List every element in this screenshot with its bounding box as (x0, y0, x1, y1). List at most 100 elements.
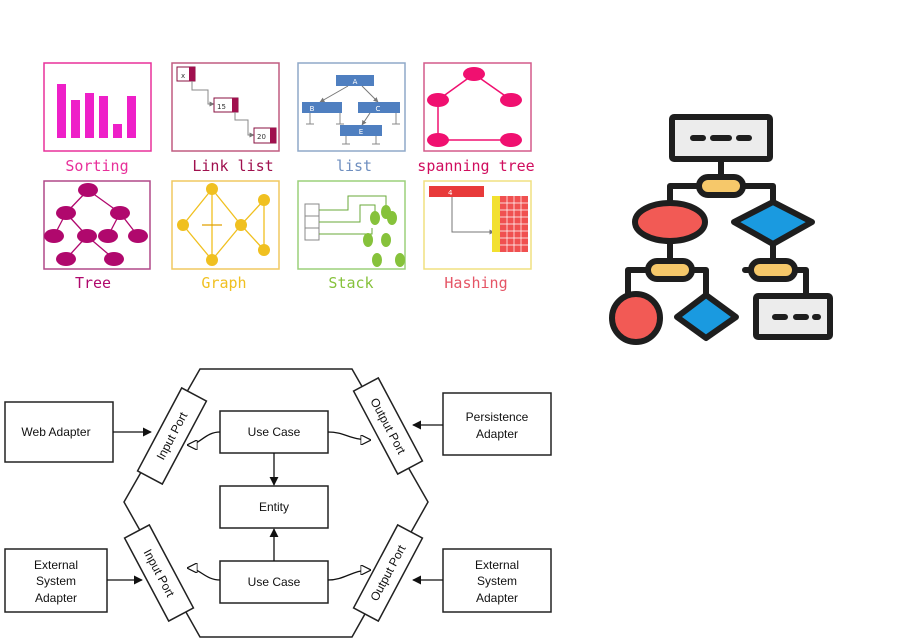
graph-node (206, 254, 218, 266)
node-label: 4 (448, 189, 453, 197)
tree-node (44, 229, 64, 243)
svg-text:Adapter: Adapter (35, 591, 77, 605)
svg-text:Use Case: Use Case (248, 575, 301, 589)
list-box (302, 102, 342, 113)
stack-node (370, 211, 380, 225)
tree-edge (361, 85, 379, 103)
tile-stack: Stack (297, 180, 406, 292)
hash-grid (500, 196, 528, 252)
node-label: 20 (257, 133, 266, 141)
node-label: B (310, 105, 315, 113)
node-label: C (376, 105, 381, 113)
list-pointer (189, 67, 195, 81)
stack-links (319, 195, 387, 235)
flowchart-oval (632, 200, 708, 244)
null-terminators (306, 113, 400, 145)
svg-text:Adapter: Adapter (476, 591, 518, 605)
sort-bar (113, 124, 122, 138)
flowchart-diamond-small (674, 292, 739, 341)
use-case-uses-port (327, 570, 370, 581)
tree-edges (437, 73, 512, 141)
stack-column (304, 203, 320, 241)
stack-node (372, 253, 382, 267)
flowchart-icon (609, 114, 833, 345)
tile-hashing: 4 Hashing (423, 180, 532, 292)
tree-node (56, 206, 76, 220)
flowchart-bottom-box (753, 293, 833, 340)
sort-bar (127, 96, 136, 138)
svg-text:Use Case: Use Case (248, 425, 301, 439)
flowchart-diamond (731, 199, 815, 247)
use-case-top: Use Case (219, 410, 329, 454)
input-port-top: Input Port (136, 386, 208, 486)
list-box (336, 75, 374, 86)
output-port-bottom: Output Port (352, 523, 424, 623)
flowchart-pill (696, 174, 746, 198)
web-adapter: Web Adapter (4, 401, 114, 463)
flowchart-pill (645, 258, 695, 282)
tree-node (77, 229, 97, 243)
external-system-adapter-left: External System Adapter (4, 548, 108, 613)
list-pointer (270, 128, 276, 143)
tree-edge (361, 112, 371, 126)
tree-edge (319, 85, 349, 103)
tree-node (500, 93, 522, 107)
svg-text:Adapter: Adapter (476, 427, 518, 441)
tree-node (128, 229, 148, 243)
flowchart-pill (748, 258, 798, 282)
svg-text:System: System (36, 574, 76, 588)
svg-text:External: External (34, 558, 78, 572)
graph-node (177, 219, 189, 231)
tile-link-list: x 15 20 Link list (171, 62, 280, 175)
output-port-top: Output Port (352, 376, 424, 476)
stack-node (395, 253, 405, 267)
tile-caption: list (336, 157, 372, 175)
svg-text:External: External (475, 558, 519, 572)
link-arrow (234, 112, 255, 138)
sort-bar (71, 100, 80, 138)
use-case-bottom: Use Case (219, 560, 329, 604)
stack-node (363, 233, 373, 247)
graph-node (258, 194, 270, 206)
hash-index-column (492, 196, 500, 252)
use-case-implements-port (188, 568, 221, 581)
link-arrow (191, 81, 215, 107)
node-label: A (353, 78, 358, 86)
list-box (358, 102, 400, 113)
svg-text:Persistence: Persistence (466, 410, 529, 424)
svg-text:Web Adapter: Web Adapter (21, 425, 90, 439)
graph-node (258, 244, 270, 256)
use-case-implements-port (188, 431, 221, 445)
tile-caption: Link list (192, 157, 273, 175)
node-label: E (359, 128, 363, 136)
data-structures-grid: Sorting x 15 20 Link list A B (43, 62, 535, 292)
use-case-uses-port (327, 431, 370, 440)
tile-caption: Sorting (65, 157, 128, 175)
entity: Entity (219, 485, 329, 529)
tree-node (104, 252, 124, 266)
node-label: 15 (217, 103, 226, 111)
graph-node (206, 183, 218, 195)
sort-bar (57, 84, 66, 138)
flowchart-circle (609, 291, 663, 345)
input-port-bottom: Input Port (123, 523, 195, 623)
tree-node (463, 67, 485, 81)
tree-node (427, 133, 449, 147)
graph-node (235, 219, 247, 231)
stack-node (381, 233, 391, 247)
stack-node (387, 211, 397, 225)
tree-node (98, 229, 118, 243)
list-box (340, 125, 382, 136)
tile-caption: Tree (75, 274, 111, 292)
tree-node (56, 252, 76, 266)
tile-caption: Graph (201, 274, 246, 292)
tree-node (427, 93, 449, 107)
tree-node (500, 133, 522, 147)
node-label: x (181, 72, 185, 80)
sort-bar (85, 93, 94, 138)
sort-bar (99, 96, 108, 138)
tile-caption: spanning tree (417, 157, 534, 175)
tile-caption: Stack (328, 274, 373, 292)
svg-text:Entity: Entity (259, 500, 289, 514)
